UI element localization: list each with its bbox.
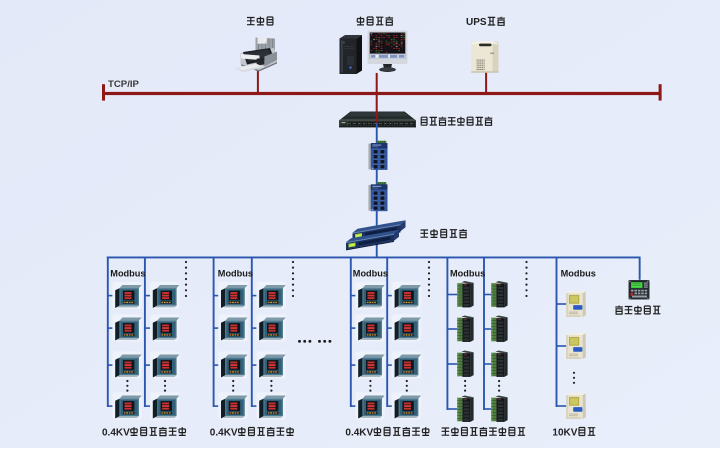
svg-text:Modbus: Modbus [110,268,145,278]
svg-text:10KV: 10KV [552,428,577,439]
svg-text:Modbus: Modbus [353,268,388,278]
svg-text:Modbus: Modbus [450,268,485,278]
svg-text:0.4KV: 0.4KV [102,428,130,439]
svg-text:UPS: UPS [466,17,487,28]
svg-text:TCP/IP: TCP/IP [108,79,140,90]
svg-text:0.4KV: 0.4KV [345,428,373,439]
svg-text:0.4KV: 0.4KV [210,428,238,439]
svg-text:Modbus: Modbus [561,268,596,278]
svg-text:Modbus: Modbus [218,268,253,278]
